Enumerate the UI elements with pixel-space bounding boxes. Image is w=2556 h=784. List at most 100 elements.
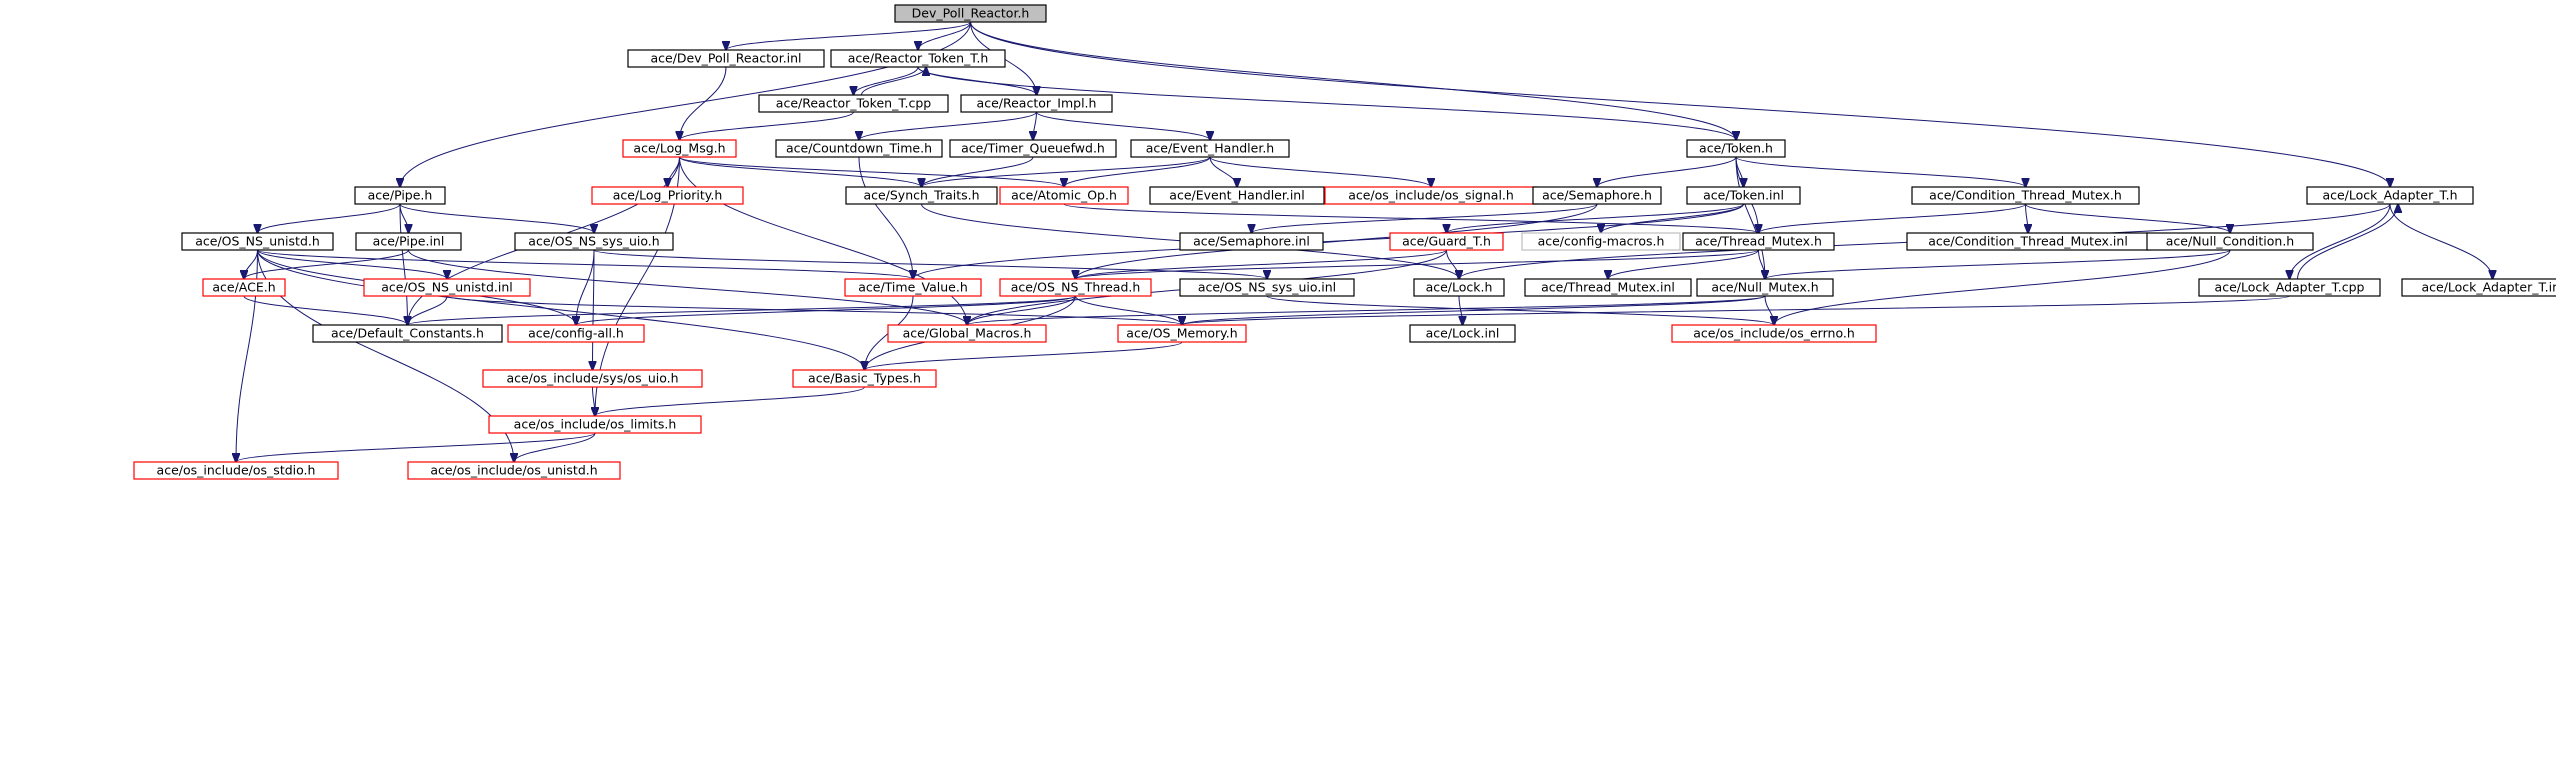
node-osunistd[interactable]: ace/os_include/os_unistd.h (407, 461, 621, 480)
node-box[interactable] (507, 324, 645, 343)
edge-ctm-to-nullcond (2025, 203, 2231, 233)
node-globmac[interactable]: ace/Global_Macros.h (887, 324, 1047, 343)
node-unistd_inl[interactable]: ace/OS_NS_unistd.inl (363, 278, 531, 297)
node-stdio[interactable]: ace/os_include/os_stdio.h (133, 461, 339, 480)
node-lock[interactable]: ace/Lock.h (1413, 278, 1505, 297)
node-box[interactable] (407, 461, 621, 480)
node-box[interactable] (1671, 324, 1877, 343)
node-tmutex[interactable]: ace/Thread_Mutex.h (1682, 232, 1835, 251)
node-box[interactable] (830, 49, 1006, 68)
node-box[interactable] (1117, 324, 1247, 343)
node-ace_h[interactable]: ace/ACE.h (202, 278, 286, 297)
node-box[interactable] (482, 369, 703, 388)
node-sysuio_inl[interactable]: ace/OS_NS_sys_uio.inl (1179, 278, 1355, 297)
node-evh_inl[interactable]: ace/Event_Handler.inl (1149, 186, 1325, 205)
node-evh[interactable]: ace/Event_Handler.h (1130, 139, 1290, 158)
node-osuio[interactable]: ace/os_include/sys/os_uio.h (482, 369, 703, 388)
node-box[interactable] (202, 278, 286, 297)
node-box[interactable] (1532, 186, 1662, 205)
node-box[interactable] (591, 186, 744, 205)
node-box[interactable] (133, 461, 339, 480)
node-box[interactable] (1911, 186, 2140, 205)
node-box[interactable] (999, 278, 1152, 297)
node-sysuio[interactable]: ace/OS_NS_sys_uio.h (514, 232, 674, 251)
node-ctm[interactable]: ace/Condition_Thread_Mutex.h (1911, 186, 2140, 205)
node-oserrno[interactable]: ace/os_include/os_errno.h (1671, 324, 1877, 343)
node-limits[interactable]: ace/os_include/os_limits.h (488, 415, 702, 434)
node-box[interactable] (2401, 278, 2556, 297)
node-guard[interactable]: ace/Guard_T.h (1389, 232, 1504, 251)
node-box[interactable] (1696, 278, 1834, 297)
node-box[interactable] (1682, 232, 1835, 251)
edge-thread-to-cfgall (576, 295, 1076, 325)
node-unistd[interactable]: ace/OS_NS_unistd.h (181, 232, 334, 251)
node-rtt_h[interactable]: ace/Reactor_Token_T.h (830, 49, 1006, 68)
node-timevalue[interactable]: ace/Time_Value.h (844, 278, 982, 297)
node-box[interactable] (1413, 278, 1505, 297)
node-box[interactable] (999, 186, 1129, 205)
node-thread[interactable]: ace/OS_NS_Thread.h (999, 278, 1152, 297)
node-box[interactable] (363, 278, 531, 297)
node-countdown[interactable]: ace/Countdown_Time.h (775, 139, 943, 158)
node-token_inl[interactable]: ace/Token.inl (1686, 186, 1801, 205)
node-sema_inl[interactable]: ace/Semaphore.inl (1179, 232, 1324, 251)
node-atomic[interactable]: ace/Atomic_Op.h (999, 186, 1129, 205)
node-osmem[interactable]: ace/OS_Memory.h (1117, 324, 1247, 343)
node-pipe[interactable]: ace/Pipe.h (354, 186, 446, 205)
node-logmsg[interactable]: ace/Log_Msg.h (622, 139, 737, 158)
node-box[interactable] (2198, 278, 2381, 297)
node-lat_cpp[interactable]: ace/Lock_Adapter_T.cpp (2198, 278, 2381, 297)
node-lat_inl[interactable]: ace/Lock_Adapter_T.inl (2401, 278, 2556, 297)
node-box[interactable] (792, 369, 937, 388)
node-nullmutex[interactable]: ace/Null_Mutex.h (1696, 278, 1834, 297)
node-lock_inl[interactable]: ace/Lock.inl (1409, 324, 1516, 343)
node-defconst[interactable]: ace/Default_Constants.h (312, 324, 503, 343)
node-box[interactable] (758, 94, 949, 113)
node-box[interactable] (775, 139, 943, 158)
node-box[interactable] (1409, 324, 1516, 343)
node-cfgall[interactable]: ace/config-all.h (507, 324, 645, 343)
node-box[interactable] (355, 232, 462, 251)
node-ossignal[interactable]: ace/os_include/os_signal.h (1324, 186, 1538, 205)
node-box[interactable] (1179, 232, 1324, 251)
node-box[interactable] (181, 232, 334, 251)
node-box[interactable] (1686, 139, 1786, 158)
node-logprio[interactable]: ace/Log_Priority.h (591, 186, 744, 205)
node-box[interactable] (312, 324, 503, 343)
node-box[interactable] (2306, 186, 2474, 205)
node-rtt_cpp[interactable]: ace/Reactor_Token_T.cpp (758, 94, 949, 113)
node-box[interactable] (514, 232, 674, 251)
node-rimpl[interactable]: ace/Reactor_Impl.h (960, 94, 1113, 113)
node-sema[interactable]: ace/Semaphore.h (1532, 186, 1662, 205)
node-box[interactable] (488, 415, 702, 434)
node-box[interactable] (627, 49, 825, 68)
node-box[interactable] (887, 324, 1047, 343)
node-synch[interactable]: ace/Synch_Traits.h (845, 186, 998, 205)
node-box[interactable] (354, 186, 446, 205)
node-box[interactable] (1524, 278, 1692, 297)
edge-sema-to-sema_inl (1252, 203, 1598, 233)
node-box[interactable] (1149, 186, 1325, 205)
node-basic[interactable]: ace/Basic_Types.h (792, 369, 937, 388)
node-box[interactable] (1179, 278, 1355, 297)
node-box[interactable] (1686, 186, 1801, 205)
node-pipe_inl[interactable]: ace/Pipe.inl (355, 232, 462, 251)
node-lat[interactable]: ace/Lock_Adapter_T.h (2306, 186, 2474, 205)
node-tmutex_inl[interactable]: ace/Thread_Mutex.inl (1524, 278, 1692, 297)
node-box[interactable] (949, 139, 1117, 158)
edge-limits-to-osunistd (514, 432, 596, 462)
node-dpr_inl[interactable]: ace/Dev_Poll_Reactor.inl (627, 49, 825, 68)
node-token[interactable]: ace/Token.h (1686, 139, 1786, 158)
node-box[interactable] (845, 186, 998, 205)
node-box[interactable] (2146, 232, 2314, 251)
node-box[interactable] (1389, 232, 1504, 251)
node-box[interactable] (1130, 139, 1290, 158)
node-ctm_inl[interactable]: ace/Condition_Thread_Mutex.inl (1906, 232, 2150, 251)
node-label: ace/Global_Macros.h (903, 326, 1032, 341)
node-box[interactable] (844, 278, 982, 297)
node-tqfwd[interactable]: ace/Timer_Queuefwd.h (949, 139, 1117, 158)
node-box[interactable] (622, 139, 737, 158)
edge-sysuio-to-sysuio_inl (593, 249, 1267, 279)
node-nullcond[interactable]: ace/Null_Condition.h (2146, 232, 2314, 251)
node-box[interactable] (960, 94, 1113, 113)
